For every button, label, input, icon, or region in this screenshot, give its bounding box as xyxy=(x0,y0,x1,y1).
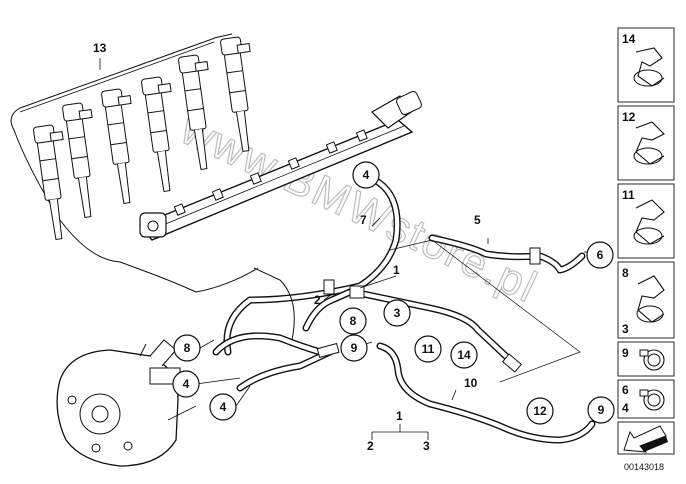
svg-text:11: 11 xyxy=(622,188,635,202)
drawing-number: 00143018 xyxy=(624,462,664,472)
svg-text:6: 6 xyxy=(597,248,604,262)
callout-9-right: 9 xyxy=(587,396,615,424)
part-numbers: 13 7 5 1 2 10 1 2 3 xyxy=(93,41,481,453)
svg-text:3: 3 xyxy=(622,322,629,336)
high-pressure-pump xyxy=(56,339,181,467)
parts-legend: 14 12 11 8 3 9 xyxy=(617,27,675,472)
svg-text:8: 8 xyxy=(350,314,357,328)
svg-text:12: 12 xyxy=(533,404,547,418)
callout-12: 12 xyxy=(526,397,554,425)
svg-text:14: 14 xyxy=(622,32,636,46)
callout-4-top: 4 xyxy=(352,161,380,189)
svg-text:4: 4 xyxy=(183,377,190,391)
callouts: 4 6 8 3 8 9 11 14 xyxy=(172,161,615,425)
callout-3: 3 xyxy=(383,299,411,327)
svg-text:4: 4 xyxy=(622,401,629,415)
callout-8-left: 8 xyxy=(173,334,201,362)
callout-11: 11 xyxy=(414,335,442,363)
high-pressure-rail xyxy=(138,91,422,241)
callout-8-mid: 8 xyxy=(339,307,367,335)
callout-9-mid: 9 xyxy=(340,334,368,362)
svg-text:12: 12 xyxy=(622,110,636,124)
svg-text:3: 3 xyxy=(394,306,401,320)
callout-6: 6 xyxy=(586,241,614,269)
svg-text:9: 9 xyxy=(598,403,605,417)
svg-text:11: 11 xyxy=(422,342,435,356)
injector-6 xyxy=(220,36,251,153)
svg-text:4: 4 xyxy=(363,168,370,182)
legend-clamp-6-4: 6 4 xyxy=(617,379,675,419)
part-label-13: 13 xyxy=(93,41,107,55)
part-label-1-top: 1 xyxy=(393,263,400,277)
part-label-5: 5 xyxy=(474,213,481,227)
svg-text:4: 4 xyxy=(220,400,227,414)
part-label-10: 10 xyxy=(464,376,478,390)
injector-4 xyxy=(141,76,172,193)
callout-14: 14 xyxy=(450,341,478,369)
callout-4-left-1: 4 xyxy=(172,370,200,398)
injector-2 xyxy=(62,102,93,219)
part-label-7: 7 xyxy=(360,213,367,227)
injector-3 xyxy=(101,88,132,205)
fuel-hoses xyxy=(212,178,596,444)
svg-text:8: 8 xyxy=(622,266,629,280)
fuel-rail-assembly xyxy=(10,33,422,293)
injector-1 xyxy=(33,124,64,241)
part-label-1-bottom: 1 xyxy=(396,409,403,423)
legend-clip-12: 12 xyxy=(617,105,675,181)
svg-text:6: 6 xyxy=(622,383,629,397)
injector-5 xyxy=(178,54,209,171)
leak-off-line xyxy=(10,37,259,293)
part-1-outline xyxy=(389,239,581,383)
legend-clip-11: 11 xyxy=(617,183,675,259)
leader-lines xyxy=(99,58,590,440)
legend-clamp-9: 9 xyxy=(617,341,675,377)
legend-clip-8-3: 8 3 xyxy=(617,261,675,339)
svg-text:9: 9 xyxy=(351,341,358,355)
part-label-3-bottom: 3 xyxy=(423,439,430,453)
svg-text:14: 14 xyxy=(457,348,471,362)
part-label-2-top: 2 xyxy=(314,293,321,307)
svg-text:8: 8 xyxy=(184,341,191,355)
legend-clip-14: 14 xyxy=(617,27,675,103)
callout-4-left-2: 4 xyxy=(209,393,237,421)
part-label-2-bottom: 2 xyxy=(367,439,374,453)
legend-arrow-box xyxy=(617,421,675,455)
svg-text:9: 9 xyxy=(622,346,629,360)
